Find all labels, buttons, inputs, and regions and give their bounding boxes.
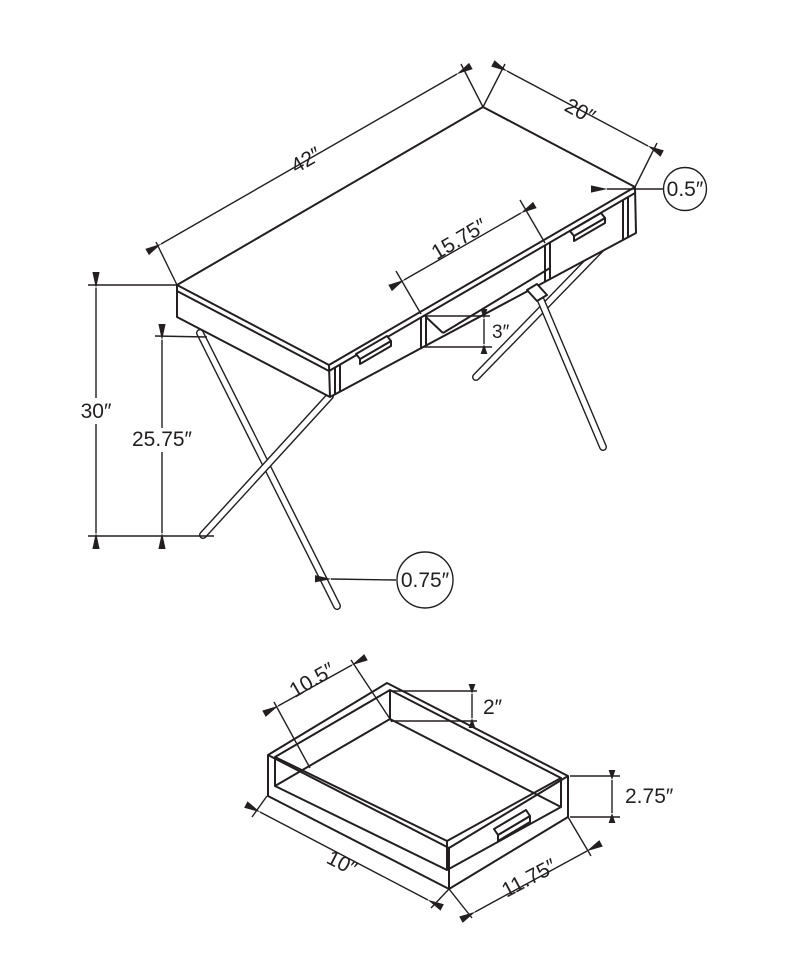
desk-left-x-leg	[196, 329, 341, 610]
desk-leg-thickness-label: 0.75″	[401, 569, 450, 592]
left-drawer-handle	[355, 335, 392, 365]
desk-isometric-view: 42″ 20″ 0.5″ 15.75″ 3″ 30″ 25.75″ 0.75″	[81, 60, 708, 610]
desk-dimensions	[88, 60, 708, 609]
leg-thickness-callout-circle	[396, 551, 454, 609]
drawer-bottom-length-label: 10″	[323, 846, 361, 881]
right-drawer-handle	[569, 212, 606, 242]
drawer-interior-height-label: 2″	[483, 696, 503, 719]
drawer-handle	[493, 809, 531, 842]
drawer-body	[267, 682, 569, 890]
desk-overall-height-label: 30″	[81, 400, 112, 423]
drawer-dimensions	[244, 654, 620, 923]
top-thickness-callout-circle	[662, 166, 708, 212]
desk-clearance-height-label: 25.75″	[132, 428, 193, 451]
desk-depth-label: 20″	[561, 94, 599, 129]
drawer-side-height-label: 2.75″	[625, 785, 674, 808]
desk-top-thickness-label: 0.5″	[667, 178, 704, 201]
drawer-interior-length-label: 10.5″	[286, 658, 340, 702]
desk-width-label: 42″	[287, 142, 326, 178]
drawer-front-width-label: 11.75″	[498, 854, 561, 902]
desk-opening-height-label: 3″	[492, 322, 510, 343]
drawer-detail-view: 10.5″ 2″ 2.75″ 10″ 11.75″	[244, 654, 674, 923]
